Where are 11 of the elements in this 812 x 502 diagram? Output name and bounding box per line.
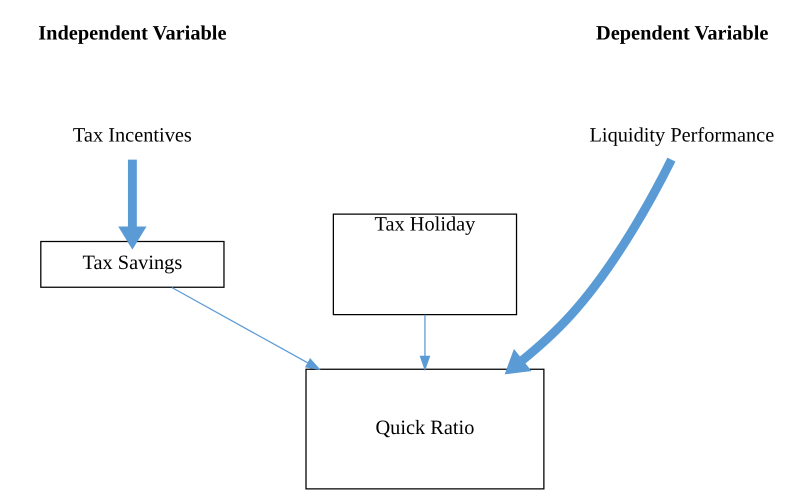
label: Dependent Variable (596, 22, 768, 45)
node-box: Tax Savings (40, 240, 224, 288)
node-text: Liquidity Performance (589, 124, 774, 146)
node-box: Quick Ratio (304, 368, 544, 490)
arrow (419, 314, 430, 372)
arrow (171, 286, 320, 370)
node-text: Tax Incentives (72, 124, 192, 146)
arrow (504, 158, 675, 374)
node-box: Tax Holiday (332, 213, 517, 316)
arrow (118, 160, 146, 250)
label: Independent Variable (38, 22, 226, 45)
